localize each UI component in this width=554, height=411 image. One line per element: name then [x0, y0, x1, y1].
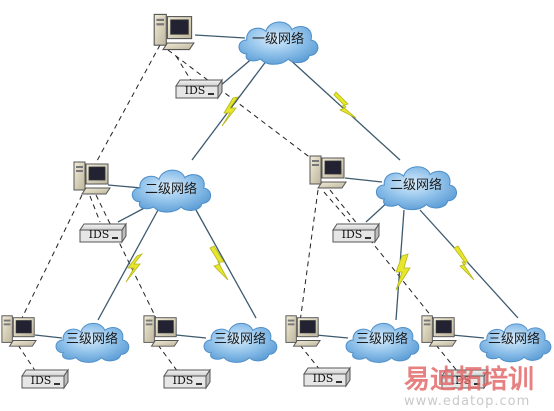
ids-device-right: IDS [332, 223, 380, 243]
link [315, 334, 349, 339]
uplink [285, 55, 401, 161]
watermark: 易迪拓培训 www.edatop.com [404, 365, 534, 409]
ids-label: IDS [451, 374, 472, 387]
ids-device-a: IDS [21, 369, 69, 389]
link [175, 334, 207, 339]
lightning-icon [453, 245, 475, 281]
management-pc-icon [153, 13, 195, 51]
dashed-link [157, 344, 179, 373]
ids-device-d: IDS [441, 369, 489, 389]
ids-label: IDS [31, 374, 52, 387]
ids-device-b: IDS [163, 369, 211, 389]
cloud-level1: 一级网络 [238, 21, 319, 65]
dashed-link [175, 55, 193, 83]
level3-b-network-label: 三级网络 [214, 331, 266, 347]
ids-label: IDS [313, 372, 334, 385]
level2-right-network-label: 二级网络 [390, 177, 442, 193]
ids-label: IDS [89, 228, 110, 241]
watermark-url: www.edatop.com [404, 394, 530, 409]
dashed-link [323, 191, 351, 223]
uplink [195, 209, 257, 319]
link [34, 334, 63, 339]
cloud-level3-b: 三级网络 [203, 322, 278, 363]
link [344, 177, 383, 183]
ids-label: IDS [185, 84, 206, 97]
management-pc-icon [73, 161, 111, 195]
dashed-links [17, 44, 459, 373]
level3-d-network-label: 三级网络 [488, 331, 540, 347]
link [194, 34, 246, 39]
uplink [97, 209, 159, 321]
cloud-level2-left: 二级网络 [131, 169, 212, 213]
ids-device-left: IDS [79, 223, 127, 243]
lightning-icon [395, 253, 411, 291]
lightning-icon [209, 245, 229, 281]
cloud-level3-d: 三级网络 [479, 323, 552, 363]
ids-label: IDS [173, 374, 194, 387]
ids-device-c: IDS [303, 367, 351, 387]
dashed-link [299, 344, 321, 371]
dashed-link [299, 189, 319, 323]
dashed-link [167, 49, 321, 166]
dashed-link [17, 344, 37, 373]
management-pc-icon [285, 315, 321, 347]
solid-links [34, 34, 519, 339]
cloud-level3-c: 三级网络 [345, 322, 420, 363]
lightning-icon [333, 91, 357, 119]
level1-network-label: 一级网络 [252, 31, 304, 47]
ids-device-top: IDS [175, 79, 223, 99]
dashed-link [91, 44, 161, 171]
wireless-links [125, 91, 475, 291]
dashed-link [19, 194, 83, 323]
link [107, 184, 143, 189]
dashed-link [95, 194, 159, 323]
dashed-link [329, 189, 437, 323]
lightning-icon [221, 96, 239, 127]
management-pc-icon [309, 155, 347, 189]
lightning-icon [125, 253, 144, 283]
level3-c-network-label: 三级网络 [356, 331, 408, 347]
management-pc-icon [421, 315, 457, 347]
level2-left-network-label: 二级网络 [145, 181, 197, 197]
management-pc-icon [143, 315, 179, 347]
cloud-level2-right: 二级网络 [375, 166, 458, 211]
management-pc-icon [1, 315, 37, 347]
dashed-link [435, 344, 459, 373]
ids-label: IDS [342, 228, 363, 241]
level3-a-network-label: 三级网络 [66, 331, 118, 347]
cloud-level3-a: 三级网络 [55, 322, 130, 363]
dashed-link [89, 195, 101, 223]
uplink [419, 209, 519, 319]
link [451, 334, 485, 339]
watermark-brand: 易迪拓培训 [404, 365, 534, 395]
